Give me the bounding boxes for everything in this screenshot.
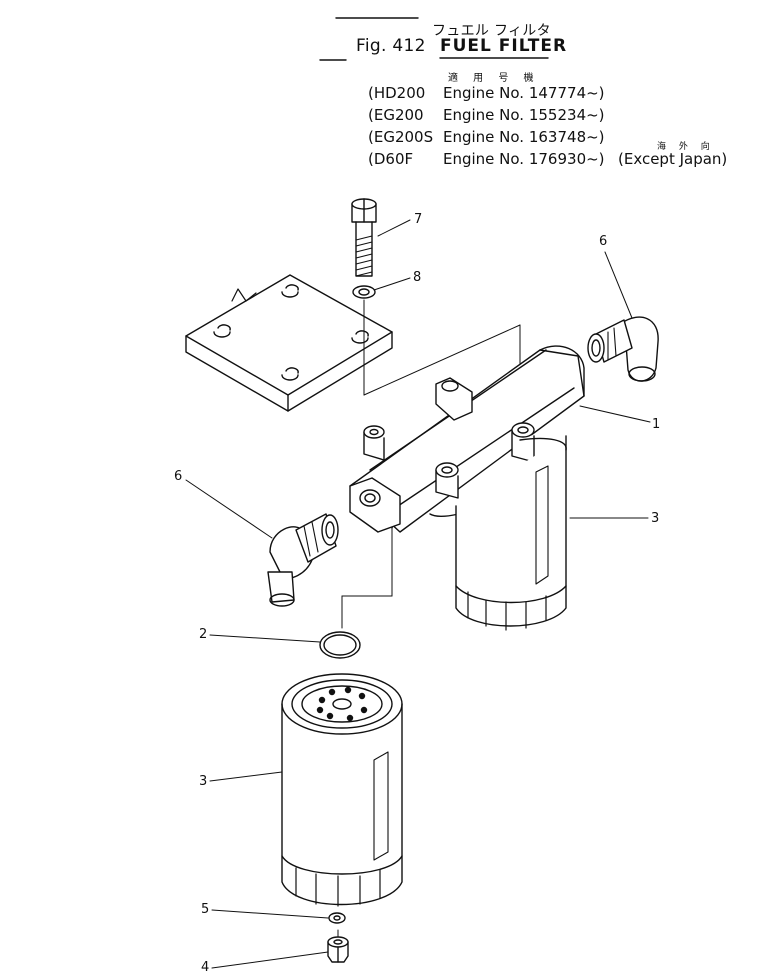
callout-number: 4 — [201, 960, 210, 975]
filter-cartridge-installed — [455, 435, 567, 631]
model-name: (EG200S — [368, 128, 434, 146]
model-name: (EG200 — [368, 106, 424, 124]
callout-number: 7 — [414, 212, 423, 227]
applicability-row: (EG200 Engine No. 155234~) — [368, 106, 728, 126]
figure-title: FUEL FILTER — [440, 36, 568, 56]
callout-number: 6 — [599, 234, 608, 249]
callout-number: 3 — [199, 774, 208, 789]
elbow-fitting-left — [267, 513, 339, 607]
engine-serial: Engine No. 163748~) — [443, 128, 605, 146]
o-ring — [319, 631, 361, 659]
elbow-fitting-right — [587, 316, 659, 382]
title-japanese: フュエル フィルタ — [432, 23, 551, 39]
figure-number: Fig. 412 — [356, 36, 426, 56]
model-name: (D60F — [368, 150, 414, 168]
callout-number: 5 — [201, 902, 210, 917]
applicability-note: (Except Japan) — [618, 150, 728, 168]
callout-number: 8 — [413, 270, 422, 285]
leader-lines — [185, 219, 651, 969]
drain-plug — [327, 929, 349, 963]
callout-number: 1 — [652, 417, 661, 432]
engine-serial: Engine No. 176930~) — [443, 150, 605, 168]
callout-number: 3 — [651, 511, 660, 526]
callout-number: 2 — [199, 627, 208, 642]
serial-label-japanese: 適 用 号 機 — [448, 73, 540, 84]
lock-washer — [352, 285, 376, 299]
applicability-row: (HD200 Engine No. 147774~) — [368, 84, 728, 104]
engine-serial: Engine No. 147774~) — [443, 84, 605, 102]
mounting-plate — [185, 274, 393, 412]
applicability-row: (D60F Engine No. 176930~) (Except Japan) — [368, 150, 736, 170]
callout-number: 6 — [174, 469, 183, 484]
filter-cartridge — [281, 673, 403, 907]
bolt — [351, 198, 377, 277]
model-name: (HD200 — [368, 84, 426, 102]
header-rules — [319, 17, 549, 61]
abroad-label-japanese: 海 外 向 — [657, 142, 715, 152]
filter-head — [349, 345, 585, 533]
drain-gasket — [328, 912, 346, 924]
engine-serial: Engine No. 155234~) — [443, 106, 605, 124]
applicability-row: (EG200S Engine No. 163748~) — [368, 128, 728, 148]
